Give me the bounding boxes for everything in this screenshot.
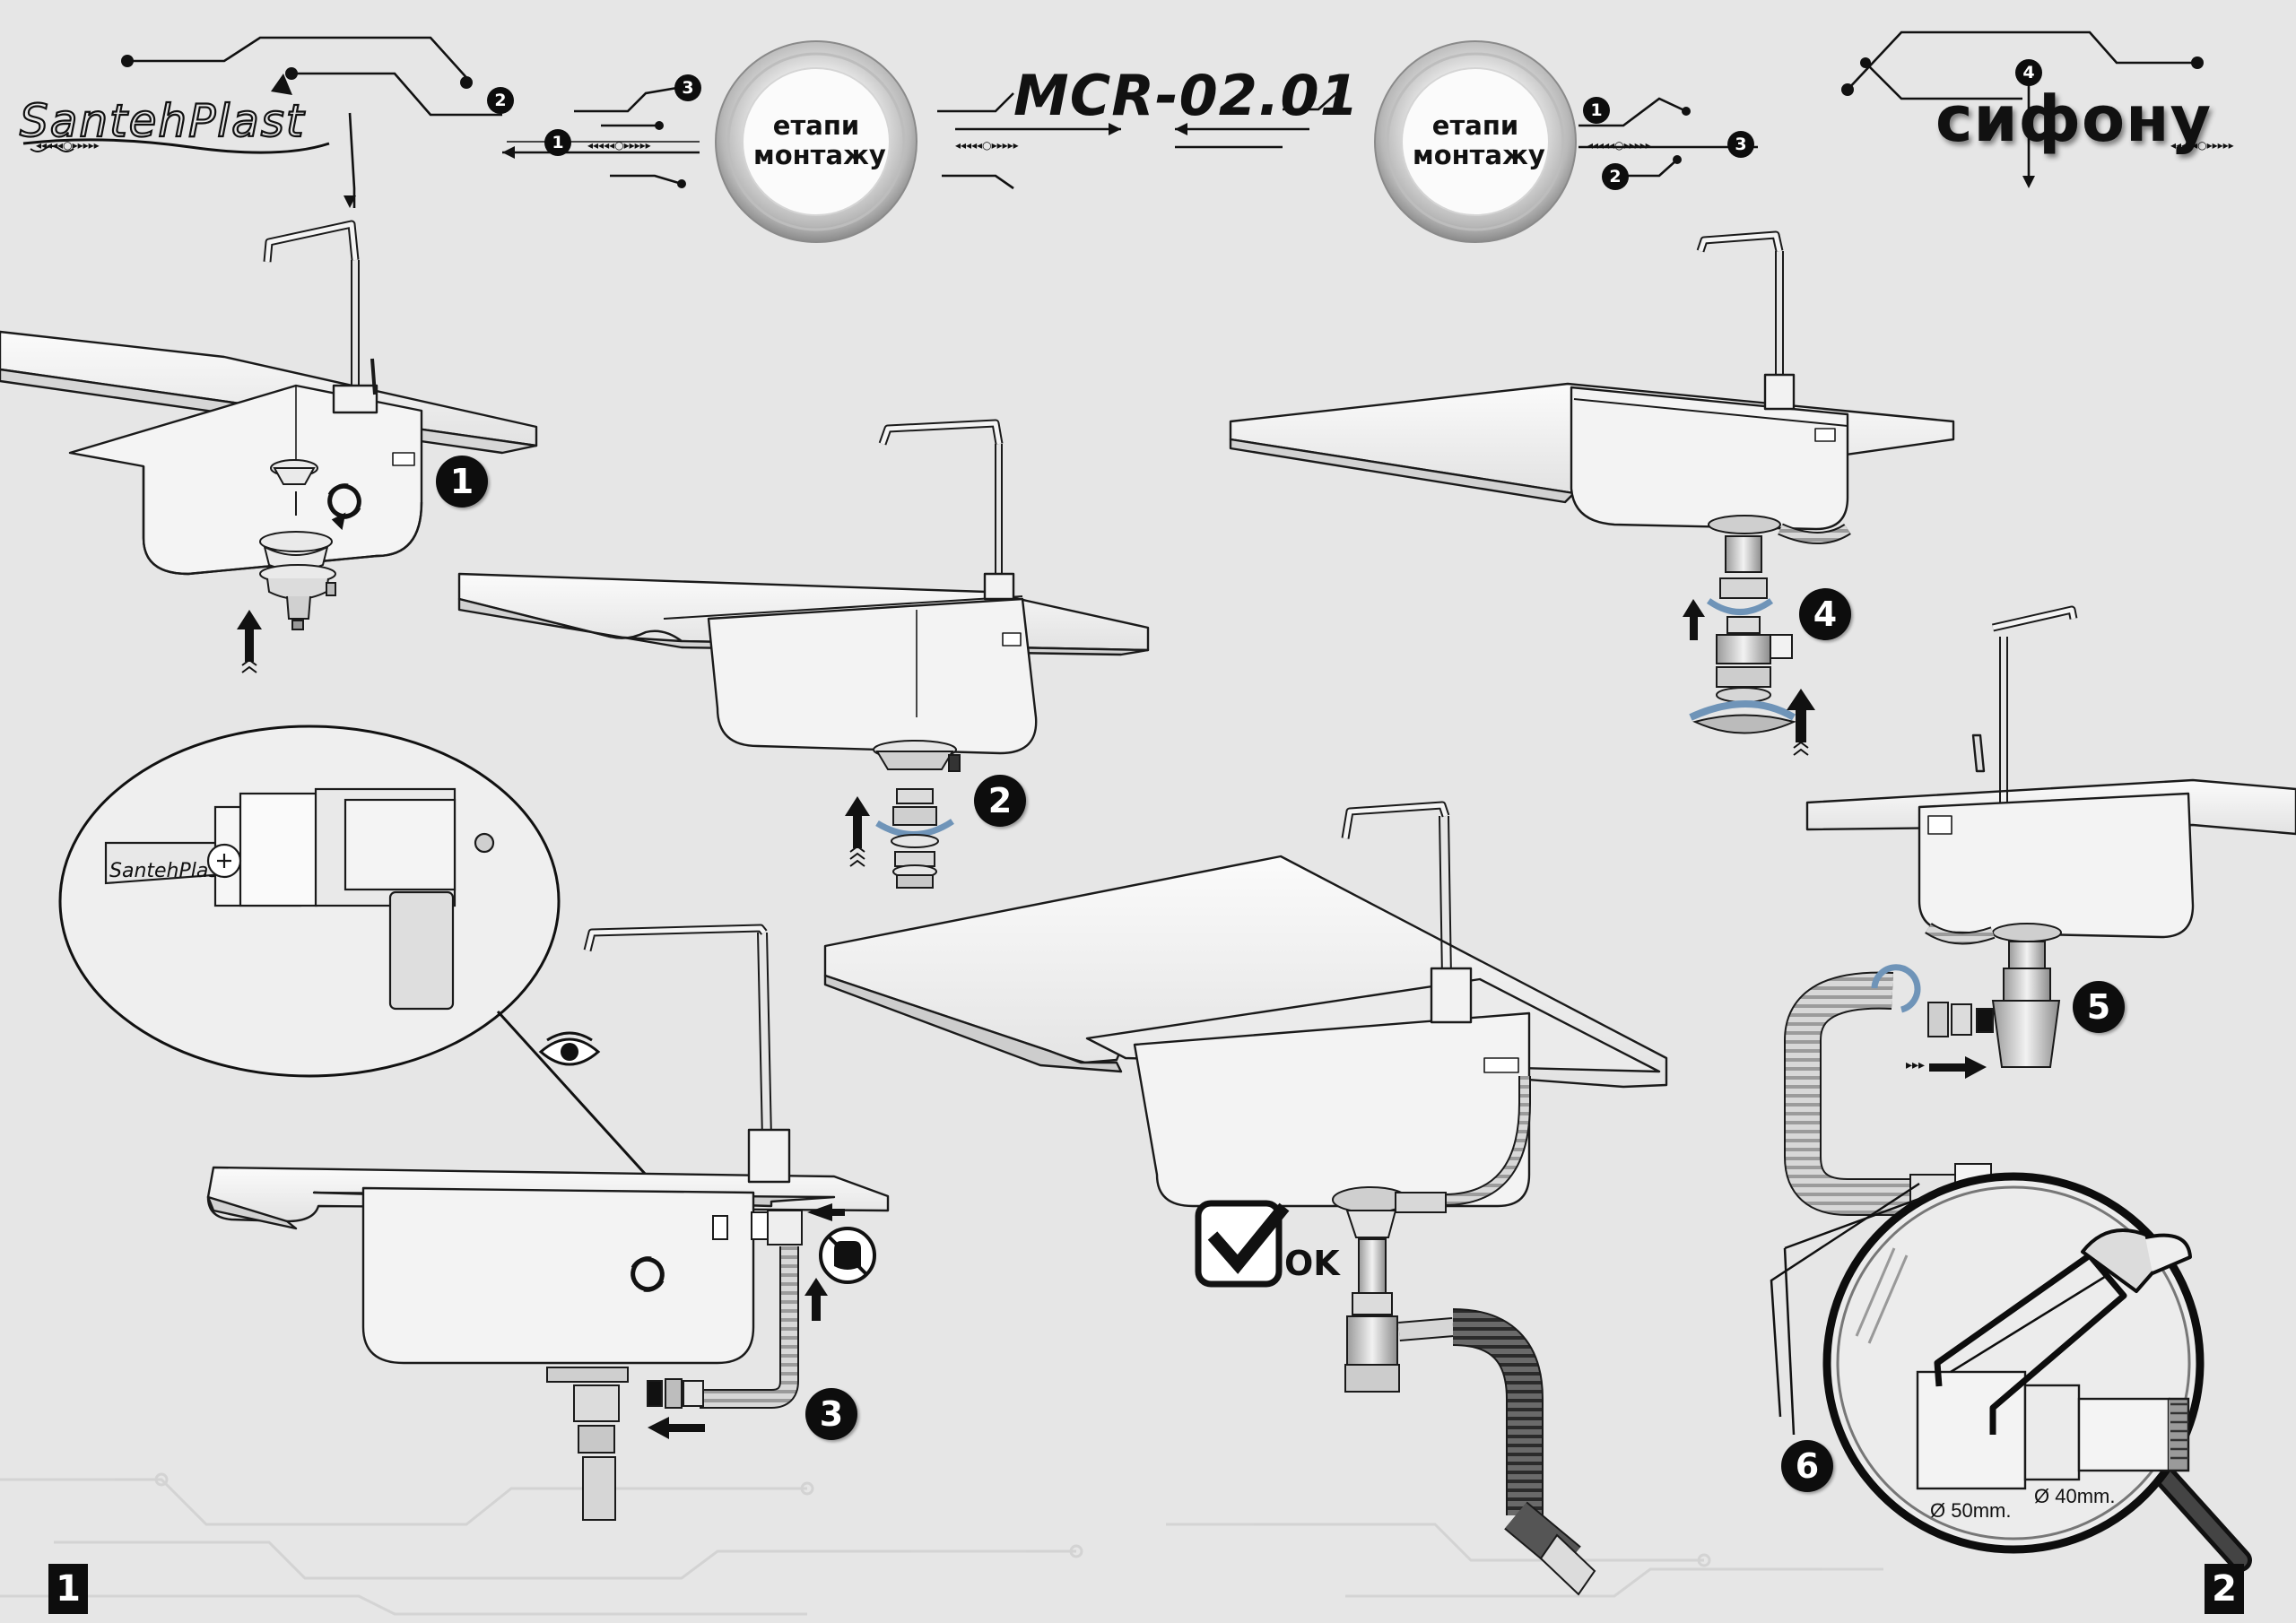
svg-text:◂◂◂◂◂○▸▸▸▸▸: ◂◂◂◂◂○▸▸▸▸▸ [36,139,100,152]
circuit-marker: 2 [1602,163,1629,190]
svg-text:◂◂◂◂◂○▸▸▸▸▸: ◂◂◂◂◂○▸▸▸▸▸ [1587,139,1651,152]
stage-badge-disc-left [715,40,918,243]
page-heading: сифону [1935,82,2213,156]
eye-icon [538,1031,601,1066]
background-circuit-pattern [0,1472,1883,1616]
step1-illustration [0,220,538,576]
step1-strainer-parts [259,459,336,630]
step6-pipe-cut [1916,1370,2190,1490]
up-arrow-icon [845,796,870,867]
step4-illustration [1229,230,1955,531]
circuit-marker: 1 [1583,97,1610,124]
step-number-6: 6 [1781,1440,1833,1492]
rotate-icon [1871,964,1921,1013]
svg-text:OK: OK [1284,1244,1341,1283]
diameter-50-label: Ø 50mm. [1930,1499,2012,1522]
circuit-marker: 1 [544,129,571,156]
stage-badge-line1: етапи [772,110,860,141]
rotate-icon [327,483,361,531]
step2-illustration [457,419,1150,755]
push-arrows-step5: ▸▸▸ [1906,1056,1987,1079]
step5-illustration [1805,605,2296,939]
svg-text:◂◂◂◂◂○▸▸▸▸▸: ◂◂◂◂◂○▸▸▸▸▸ [955,139,1019,152]
stage-badge-left: етапи монтажу [753,110,886,170]
step3-overflow-and-outlet [546,1210,803,1521]
step-number-5: 5 [2073,981,2125,1033]
header-chevron-rows: ◂◂◂◂◂○▸▸▸▸▸ ◂◂◂◂◂○▸▸▸▸▸ ◂◂◂◂◂○▸▸▸▸▸ ◂◂◂◂… [36,139,2234,152]
step-number-3: 3 [805,1388,857,1440]
final-siphon-parts [1332,1076,1596,1596]
page-number-left: 1 [48,1564,88,1614]
step-number-2: 2 [974,775,1026,827]
model-title: MCR-02.01 [1013,63,1360,128]
step5-pipe-parts [1784,923,2062,1231]
hand-tighten-icon [819,1227,876,1284]
magnifier-icon [1783,1172,2252,1572]
santehplast-logo: SantehPlast [19,74,330,154]
diameter-40-label: Ø 40mm. [2034,1485,2116,1507]
step6-leader-lines [1770,1182,1920,1418]
checkbox-ok-icon: OK [1195,1200,1341,1288]
stage-badge-line2: монтажу [1413,140,1545,170]
up-arrow-icon [237,610,262,673]
svg-text:◂◂◂◂◂○▸▸▸▸▸: ◂◂◂◂◂○▸▸▸▸▸ [587,139,651,152]
stage-badge-right: етапи монтажу [1413,110,1545,170]
step-number-1: 1 [436,456,488,508]
rotate-icon [631,1256,665,1292]
circuit-marker: 3 [674,74,701,101]
up-arrow-icon [1683,599,1815,756]
stage-badge-line2: монтажу [753,140,886,170]
circuit-marker: 4 [2015,59,2042,86]
circuit-marker: 3 [1727,131,1754,158]
final-assembly-illustration [823,801,1668,1208]
stage-badge-line1: етапи [1431,110,1519,141]
page-number-right: 2 [2205,1564,2244,1614]
step3-illustration [206,924,890,1365]
svg-text:◂◂◂◂◂○▸▸▸▸▸: ◂◂◂◂◂○▸▸▸▸▸ [2170,139,2234,152]
step4-trap-parts [1689,515,1851,734]
stage-badge-disc-right [1374,40,1577,243]
circuit-marker: 2 [487,87,514,114]
push-arrows-step3 [648,1203,845,1439]
zoom-callout-overflow: SantehPlast [58,725,665,1196]
step-number-4: 4 [1799,588,1851,640]
svg-text:▸▸▸: ▸▸▸ [1906,1058,1925,1072]
step2-outlet-parts [873,740,961,889]
hacksaw-icon [1934,1228,2192,1435]
